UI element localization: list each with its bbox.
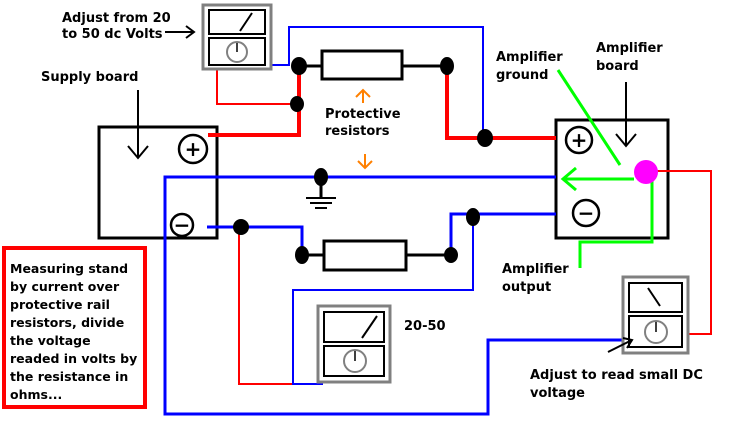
orange-arrows	[355, 88, 373, 170]
ground-symbol	[306, 197, 336, 209]
note-line: ohms...	[10, 387, 62, 402]
red-wires	[208, 66, 556, 140]
adjust-small-label-line2: voltage	[530, 386, 585, 401]
amp-plus-sign: +	[571, 128, 588, 152]
blue-top-meter-lead	[258, 26, 484, 138]
adjust-top-label-line2: to 50 dc Volts	[62, 27, 163, 42]
supply-plus-sign: +	[185, 137, 202, 161]
amplifier-board-arrow	[615, 82, 637, 148]
note-line: Measuring stand	[10, 261, 128, 276]
supply-board-label: Supply board	[41, 70, 138, 85]
bottom-voltmeter	[316, 304, 392, 384]
note-line: the resistance in	[10, 369, 128, 384]
note-box	[2, 246, 147, 409]
protective-label-line1: Protective	[325, 107, 401, 122]
amp-ground-label-line1: Amplifier	[496, 50, 563, 65]
amp-board-label-line1: Amplifier	[596, 41, 663, 56]
red-bottom-meter-lead	[238, 227, 323, 385]
amp-output-label-line1: Amplifier	[502, 262, 569, 277]
note-line: readed in volts by	[10, 351, 137, 366]
right-voltmeter	[621, 275, 690, 355]
amp-board-label-line2: board	[596, 59, 639, 74]
amp-plus-terminal	[564, 125, 594, 155]
range-label: 20-50	[404, 319, 446, 334]
supply-minus-terminal	[169, 212, 195, 238]
adjust-small-arrow	[607, 337, 634, 353]
top-protective-resistor	[320, 49, 404, 81]
top-voltmeter	[201, 3, 273, 71]
supply-minus-sign: −	[174, 213, 191, 237]
red-top-meter-lead	[216, 68, 297, 105]
amplifier-board	[554, 118, 670, 240]
note-line: resistors, divide	[10, 315, 124, 330]
amp-ground-label-line2: ground	[496, 68, 548, 83]
amp-minus-sign: −	[578, 201, 595, 225]
note-line: protective rail	[10, 297, 110, 312]
adjust-label-arrow	[165, 25, 196, 39]
supply-board-arrow	[127, 90, 149, 160]
note-line: the voltage	[10, 333, 91, 348]
amp-output-label-line2: output	[502, 280, 551, 295]
protective-label-line2: resistors	[325, 124, 390, 139]
amp-output-point	[634, 160, 658, 184]
note-line: by current over	[10, 279, 120, 294]
junction-dots	[233, 57, 493, 264]
amp-minus-terminal	[571, 198, 601, 228]
supply-board	[97, 125, 219, 240]
bottom-protective-resistor	[322, 239, 408, 272]
blue-bottom-meter-lead	[292, 214, 474, 385]
adjust-top-label-line1: Adjust from 20	[62, 11, 171, 26]
adjust-small-label-line1: Adjust to read small DC	[530, 368, 703, 383]
supply-plus-terminal	[177, 133, 209, 165]
green-wires	[556, 69, 654, 268]
